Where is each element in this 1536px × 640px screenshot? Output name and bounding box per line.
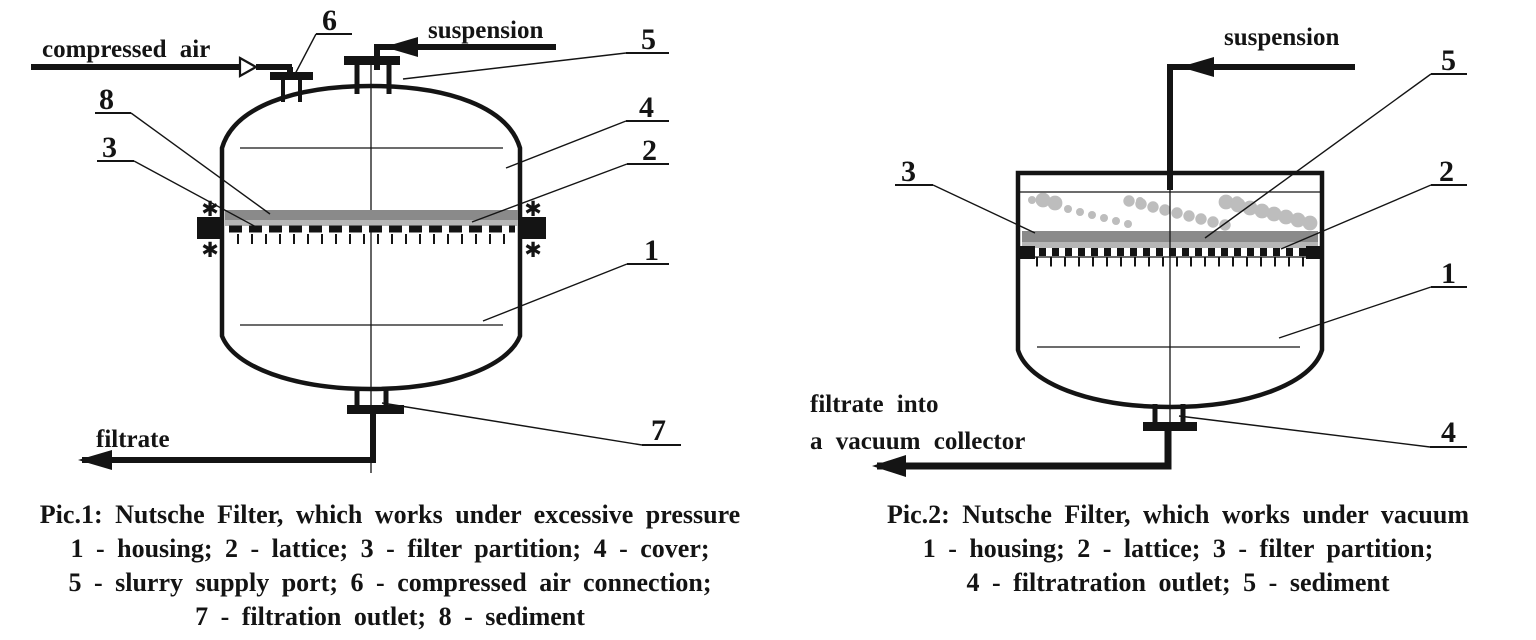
suspension-particle	[1028, 196, 1036, 204]
suspension-particle	[1207, 216, 1219, 228]
fig2-suspension-line	[1167, 57, 1355, 190]
fig2-callout-1: 1	[1278, 257, 1467, 339]
fig1-callout-6: 6	[293, 4, 352, 77]
suspension-particle	[1076, 208, 1084, 216]
suspension-particle	[1218, 194, 1234, 210]
suspension-particle	[1171, 207, 1183, 219]
svg-text:6: 6	[322, 4, 337, 37]
suspension-particle	[1088, 211, 1096, 219]
arrow-left-icon	[78, 450, 112, 470]
fig1-air-connection-nozzle	[270, 72, 313, 102]
fig1-air-inlet-label: compressed air	[42, 36, 210, 63]
suspension-particle	[1242, 200, 1258, 216]
figure-1-panel: ✱ ✱ ✱ ✱	[0, 4, 780, 634]
fig1-sediment-layer	[225, 210, 518, 226]
fig2-filtrate-line	[872, 429, 1172, 477]
suspension-particle	[1064, 205, 1072, 213]
open-arrow-right-icon	[238, 56, 259, 78]
fig2-caption: Pic.2: Nutsche Filter, which works under…	[828, 498, 1528, 600]
fig1-callout-3: 3	[97, 131, 259, 229]
fig2-filtrate-label-line2: a vacuum collector	[810, 428, 1025, 455]
svg-text:4: 4	[1441, 416, 1456, 449]
suspension-particle	[1124, 220, 1132, 228]
fig1-slurry-port-nozzle	[344, 56, 400, 94]
suspension-particle	[1047, 195, 1063, 211]
svg-text:2: 2	[642, 134, 657, 167]
fig2-callout-4: 4	[1178, 415, 1467, 449]
fig1-callout-5: 5	[402, 23, 669, 80]
fig1-filtrate-line	[78, 412, 376, 470]
fig1-caption-title: Pic.1: Nutsche Filter, which works under…	[39, 500, 741, 529]
suspension-particle	[1266, 206, 1282, 222]
fig1-caption-legend-line: 1 - housing; 2 - lattice; 3 - filter par…	[70, 534, 710, 563]
fig1-suspension-label: suspension	[428, 17, 543, 44]
fig2-partition-end-block	[1306, 246, 1322, 259]
fig2-caption-legend-line: 4 - filtratration outlet; 5 - sediment	[966, 568, 1390, 597]
svg-text:5: 5	[1441, 44, 1456, 77]
svg-text:7: 7	[651, 414, 666, 447]
fig1-caption: Pic.1: Nutsche Filter, which works under…	[0, 498, 780, 634]
fig1-filtrate-outlet-nozzle	[347, 390, 404, 414]
fig2-caption-legend-line: 1 - housing; 2 - lattice; 3 - filter par…	[922, 534, 1434, 563]
fig2-diagram: suspension filtrate into a vacuum collec…	[810, 24, 1467, 477]
fig1-caption-legend-line: 7 - filtration outlet; 8 - sediment	[195, 602, 585, 631]
fig1-right-flange: ✱ ✱	[519, 197, 546, 262]
arrow-left-icon	[1180, 57, 1214, 77]
suspension-particle	[1278, 209, 1294, 225]
fig2-callout-5: 5	[1204, 44, 1467, 239]
fig2-filtrate-label-line1: filtrate into	[810, 391, 938, 418]
svg-text:1: 1	[1441, 257, 1456, 290]
suspension-particle	[1100, 214, 1108, 222]
fig1-suspension-line	[374, 37, 556, 70]
suspension-particle	[1136, 197, 1144, 205]
arrow-left-icon	[872, 455, 906, 477]
suspension-particle	[1290, 212, 1306, 228]
suspension-particle	[1302, 215, 1318, 231]
fig1-filtrate-label: filtrate	[96, 426, 170, 453]
fig1-callout-2: 2	[471, 134, 669, 223]
suspension-particle	[1112, 217, 1120, 225]
svg-text:8: 8	[99, 83, 114, 116]
weld-mark-icon: ✱	[201, 197, 219, 221]
svg-text:1: 1	[644, 234, 659, 267]
fig1-left-flange: ✱ ✱	[197, 197, 224, 262]
fig1-callout-8: 8	[95, 83, 271, 215]
suspension-particle	[1254, 203, 1270, 219]
svg-text:4: 4	[639, 91, 654, 124]
fig2-partition-end-block	[1019, 246, 1035, 259]
weld-mark-icon: ✱	[524, 238, 542, 262]
suspension-particle	[1183, 210, 1195, 222]
figure-2-panel: suspension filtrate into a vacuum collec…	[780, 0, 1536, 640]
suspension-particle	[1035, 192, 1051, 208]
fig2-suspension-particles	[1028, 192, 1318, 231]
fig1-callout-1: 1	[482, 234, 669, 322]
weld-mark-icon: ✱	[201, 238, 219, 262]
suspension-particle	[1159, 204, 1171, 216]
fig2-caption-title: Pic.2: Nutsche Filter, which works under…	[887, 500, 1469, 529]
fig1-callout-7: 7	[381, 402, 681, 447]
suspension-particle	[1123, 195, 1135, 207]
fig2-filtrate-outlet-nozzle	[1143, 404, 1197, 431]
svg-text:5: 5	[641, 23, 656, 56]
weld-mark-icon: ✱	[524, 197, 542, 221]
fig2-suspension-label: suspension	[1224, 24, 1339, 51]
svg-text:3: 3	[102, 131, 117, 164]
suspension-particle	[1147, 201, 1159, 213]
fig1-callout-4: 4	[505, 91, 669, 169]
arrow-left-icon	[384, 37, 418, 57]
svg-text:2: 2	[1439, 155, 1454, 188]
fig1-diagram: ✱ ✱ ✱ ✱	[31, 4, 681, 473]
svg-text:3: 3	[901, 155, 916, 188]
fig1-caption-legend-line: 5 - slurry supply port; 6 - compressed a…	[68, 568, 712, 597]
suspension-particle	[1231, 196, 1243, 208]
suspension-particle	[1195, 213, 1207, 225]
fig1-compressed-air-line	[31, 56, 293, 78]
fig2-callout-2: 2	[1280, 155, 1467, 250]
fig2-callout-3: 3	[895, 155, 1036, 234]
